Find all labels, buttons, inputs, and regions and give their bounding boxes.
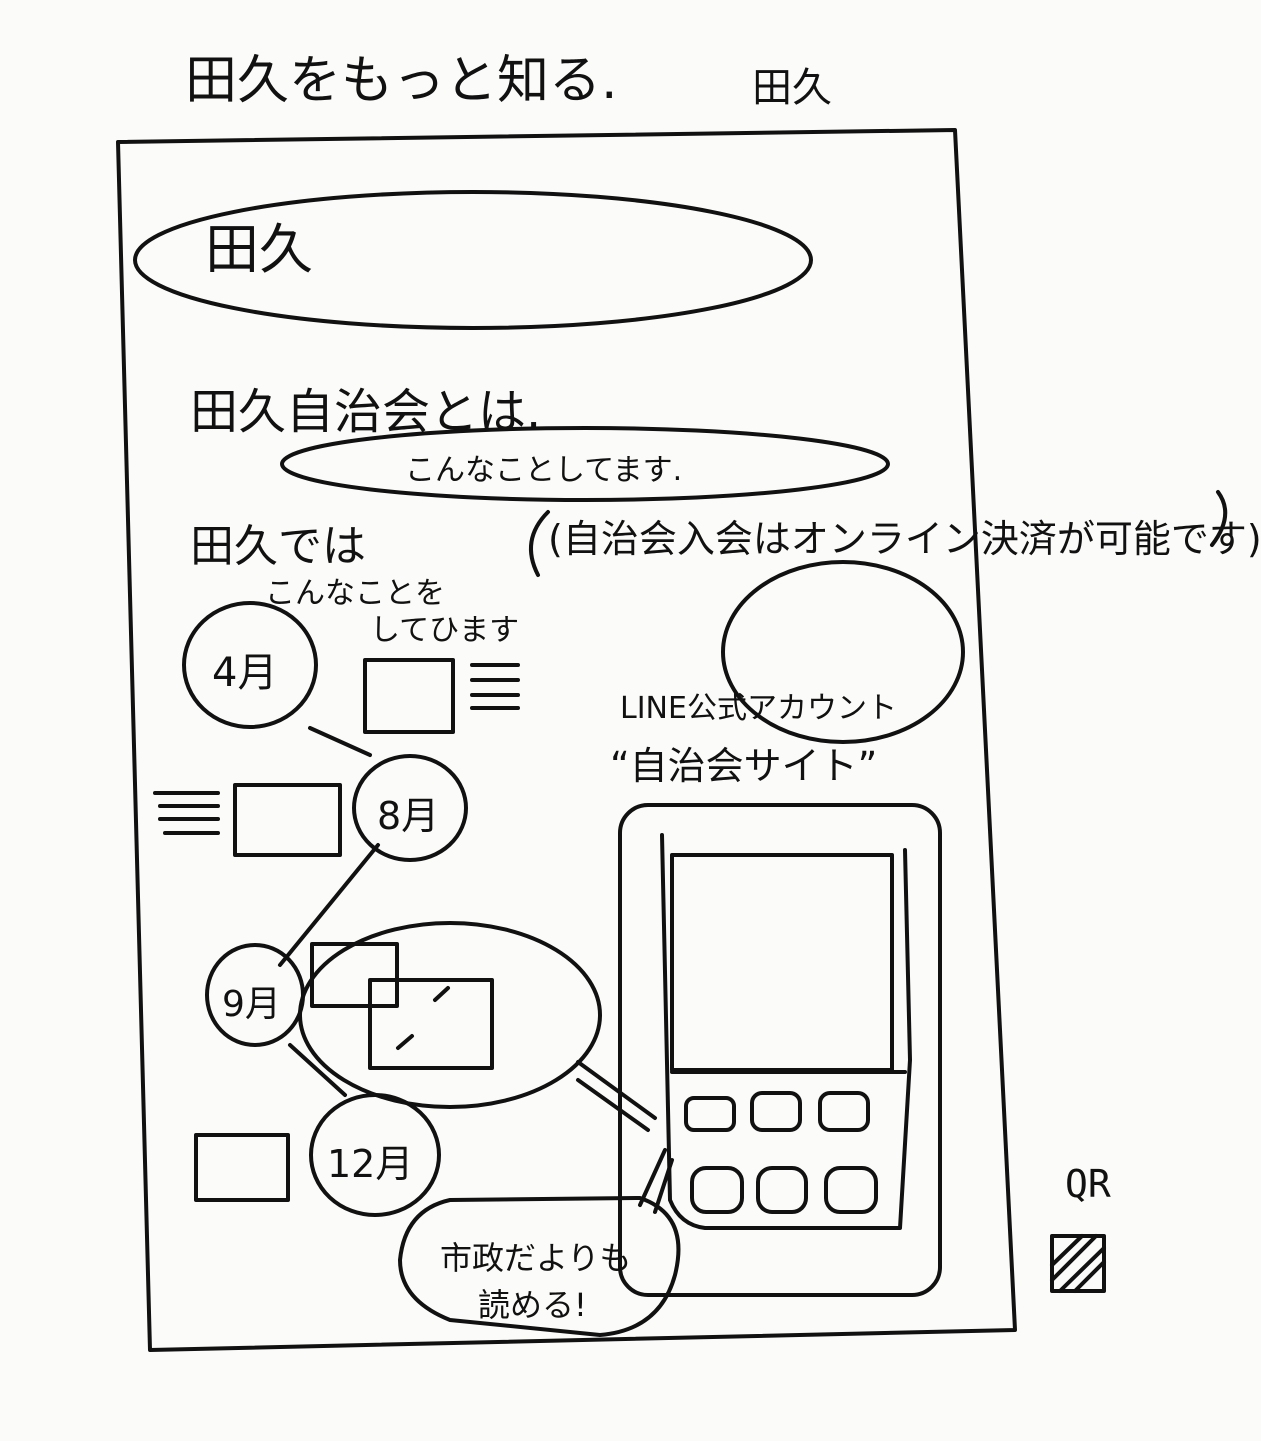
zoom-check-icon	[396, 1034, 414, 1050]
hero-ellipse	[133, 190, 813, 330]
online-payment-notice: (自治会入会はオンライン決済が可能です)	[548, 517, 1261, 561]
phone-app-button	[750, 1091, 802, 1132]
callout-pointer	[653, 1158, 674, 1214]
callout-bubble	[398, 1196, 681, 1337]
activities-heading: 田久では	[190, 521, 366, 572]
month-label-12: 12月	[327, 1142, 414, 1186]
month-label-4: 4月	[212, 650, 278, 696]
qr-hatch	[1050, 1234, 1106, 1293]
line-account-label: LINE公式アカウント	[620, 691, 897, 726]
zoom-photo-1	[310, 942, 399, 1008]
activities-subheading: してひます	[370, 613, 520, 648]
phone-app-button	[690, 1166, 744, 1214]
bubble-pointer	[576, 1060, 657, 1120]
phone-frame	[618, 803, 942, 1297]
qr-label: QR	[1065, 1162, 1111, 1206]
phone-app-button	[818, 1091, 870, 1132]
notice-paren-left	[529, 510, 550, 577]
phone-screen	[670, 853, 894, 1072]
photo-placeholder-12	[194, 1133, 290, 1202]
phone-app-button	[824, 1166, 878, 1214]
line-account-name: “自治会サイト”	[610, 744, 878, 788]
activities-subheading: こんなことを	[265, 576, 445, 611]
photo-placeholder-8	[233, 783, 342, 857]
callout-text: 読める!	[478, 1286, 587, 1324]
bubble-pointer	[576, 1078, 650, 1132]
month-label-8: 8月	[377, 794, 440, 838]
description-ellipse	[280, 426, 890, 502]
text-lines-4	[470, 663, 520, 710]
about-heading: 田久自治会とは.	[190, 384, 542, 440]
page-frame	[116, 128, 1017, 1352]
zoom-photo-2	[368, 978, 494, 1070]
photo-placeholder-4	[363, 658, 455, 734]
timeline-connector	[308, 726, 372, 757]
september-zoom-bubble	[298, 921, 602, 1109]
text-lines-8	[153, 791, 220, 835]
hero-label: 田久	[205, 218, 313, 281]
phone-app-button	[756, 1166, 808, 1214]
zoom-check-icon	[433, 986, 450, 1002]
notice-paren-right	[1210, 490, 1228, 547]
corner-label: 田久	[752, 65, 832, 111]
callout-pointer	[638, 1148, 667, 1207]
page-headline: 田久をもっと知る.	[185, 51, 618, 111]
timeline-connector	[278, 843, 380, 967]
phone-outline	[660, 833, 912, 1230]
timeline-connector	[288, 1043, 347, 1097]
month-circle-8	[352, 754, 468, 862]
phone-app-button	[684, 1096, 736, 1132]
callout-text: 市政だよりも	[440, 1239, 632, 1277]
line-account-circle	[721, 560, 965, 744]
qr-code-placeholder	[1050, 1234, 1106, 1293]
month-circle-4	[182, 601, 318, 729]
about-description: こんなことしてます.	[405, 453, 683, 488]
month-label-9: 9月	[222, 984, 281, 1025]
